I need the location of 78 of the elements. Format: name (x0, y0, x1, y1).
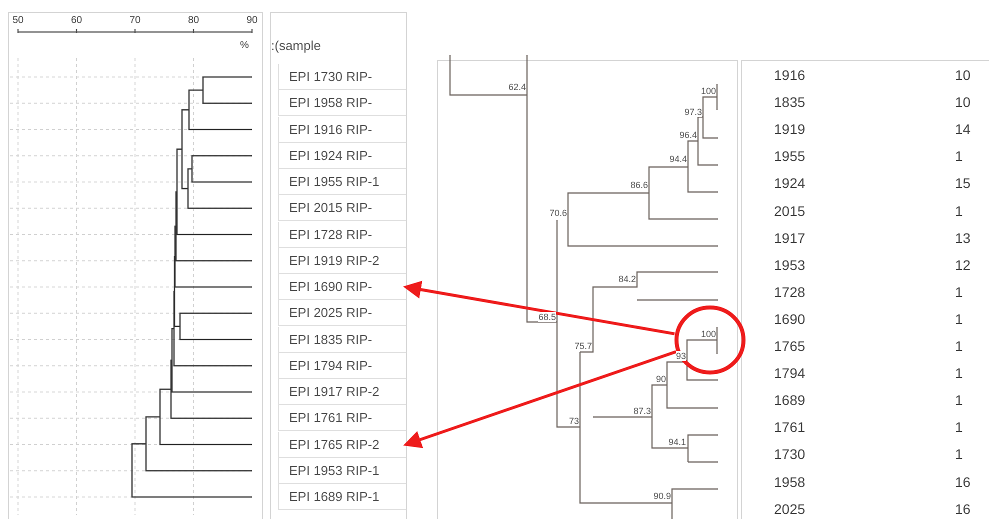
table-cell: 10 (955, 95, 971, 110)
node-value: 90.9 (652, 492, 671, 501)
axis-tick-label: 60 (70, 16, 84, 26)
table-cell: 1 (955, 420, 963, 434)
sample-cell: EPI 2015 RIP- (278, 195, 406, 222)
table-cell: 1 (955, 149, 963, 164)
table-cell: 13 (955, 230, 971, 245)
table-cell: 1 (955, 393, 963, 408)
table-cell: 1690 (774, 312, 806, 326)
table-cell: 1 (955, 339, 963, 353)
table-cell: 1919 (774, 122, 806, 136)
highlight-circle (674, 305, 746, 375)
sample-cell: EPI 1689 RIP-1 (278, 484, 406, 510)
arrow (403, 280, 675, 336)
node-value: 93 (674, 352, 686, 361)
node-value: 87.3 (632, 407, 651, 416)
sample-cell: EPI 1924 RIP- (278, 142, 406, 169)
table-cell: 16 (955, 502, 971, 516)
table-cell: 12 (955, 258, 971, 272)
node-value: 68.5 (537, 313, 556, 322)
sample-cell: EPI 1730 RIP- (278, 64, 406, 90)
node-value: 96.4 (678, 131, 697, 140)
table-cell: 1955 (774, 149, 806, 164)
sample-cell: EPI 1919 RIP-2 (278, 248, 406, 274)
table-cell: 1765 (774, 339, 806, 353)
table-cell: 2015 (774, 204, 806, 218)
sample-cell: EPI 2025 RIP- (278, 300, 406, 326)
table-cell: 1 (955, 447, 963, 462)
node-value: 94.4 (668, 155, 687, 164)
node-value: 100 (700, 87, 716, 96)
axis-tick-label: 90 (245, 16, 259, 26)
node-value: 73 (568, 417, 579, 426)
sample-cell: EPI 1835 RIP- (278, 326, 406, 352)
table-cell: 1924 (774, 176, 806, 190)
axis-tick-label: 70 (128, 16, 142, 26)
table-cell: 1 (955, 366, 963, 380)
node-value: 62.4 (507, 83, 526, 92)
column-header: :(sample (271, 39, 321, 52)
sample-cell: EPI 1794 RIP- (278, 352, 406, 379)
axis-tick-label: 50 (11, 16, 25, 26)
table-cell: 15 (955, 176, 971, 190)
node-value: 90 (654, 375, 666, 384)
sample-cell: EPI 1690 RIP- (278, 274, 406, 300)
table-cell: 1 (955, 312, 963, 326)
node-value: 94.1 (667, 438, 686, 447)
axis-tick-label: 80 (186, 16, 200, 26)
node-value: 75.7 (573, 342, 592, 351)
sample-cell: EPI 1761 RIP- (278, 405, 406, 432)
table-cell: 1953 (774, 258, 806, 272)
table-cell: 1917 (774, 230, 806, 245)
sample-cell: EPI 1958 RIP- (278, 90, 406, 116)
table-cell: 10 (955, 68, 971, 82)
table-cell: 1958 (774, 474, 806, 488)
table-cell: 1 (955, 284, 963, 299)
sample-cell: EPI 1728 RIP- (278, 222, 406, 248)
sample-cell: EPI 1765 RIP-2 (278, 432, 406, 458)
sample-cell: EPI 1917 RIP-2 (278, 379, 406, 405)
axis-unit: % (240, 41, 249, 51)
node-value: 84.2 (617, 275, 636, 284)
sample-cell: EPI 1955 RIP-1 (278, 169, 406, 195)
node-value: 100 (700, 330, 716, 339)
table-cell: 1728 (774, 284, 806, 299)
table-cell: 1730 (774, 447, 806, 462)
table-cell: 16 (955, 474, 971, 488)
arrow (403, 350, 677, 448)
table-cell: 1 (955, 204, 963, 218)
table-cell: 2025 (774, 502, 806, 516)
node-value: 70.6 (548, 209, 567, 218)
table-cell: 14 (955, 122, 971, 136)
table-cell: 1835 (774, 95, 806, 110)
table-cell: 1689 (774, 393, 806, 408)
node-value: 97.3 (683, 108, 702, 117)
sample-cell: EPI 1953 RIP-1 (278, 458, 406, 484)
table-cell: 1916 (774, 68, 806, 82)
sample-cell: EPI 1916 RIP- (278, 116, 406, 142)
node-value: 86.6 (629, 181, 648, 190)
table-cell: 1761 (774, 420, 806, 434)
table-cell: 1794 (774, 366, 806, 380)
